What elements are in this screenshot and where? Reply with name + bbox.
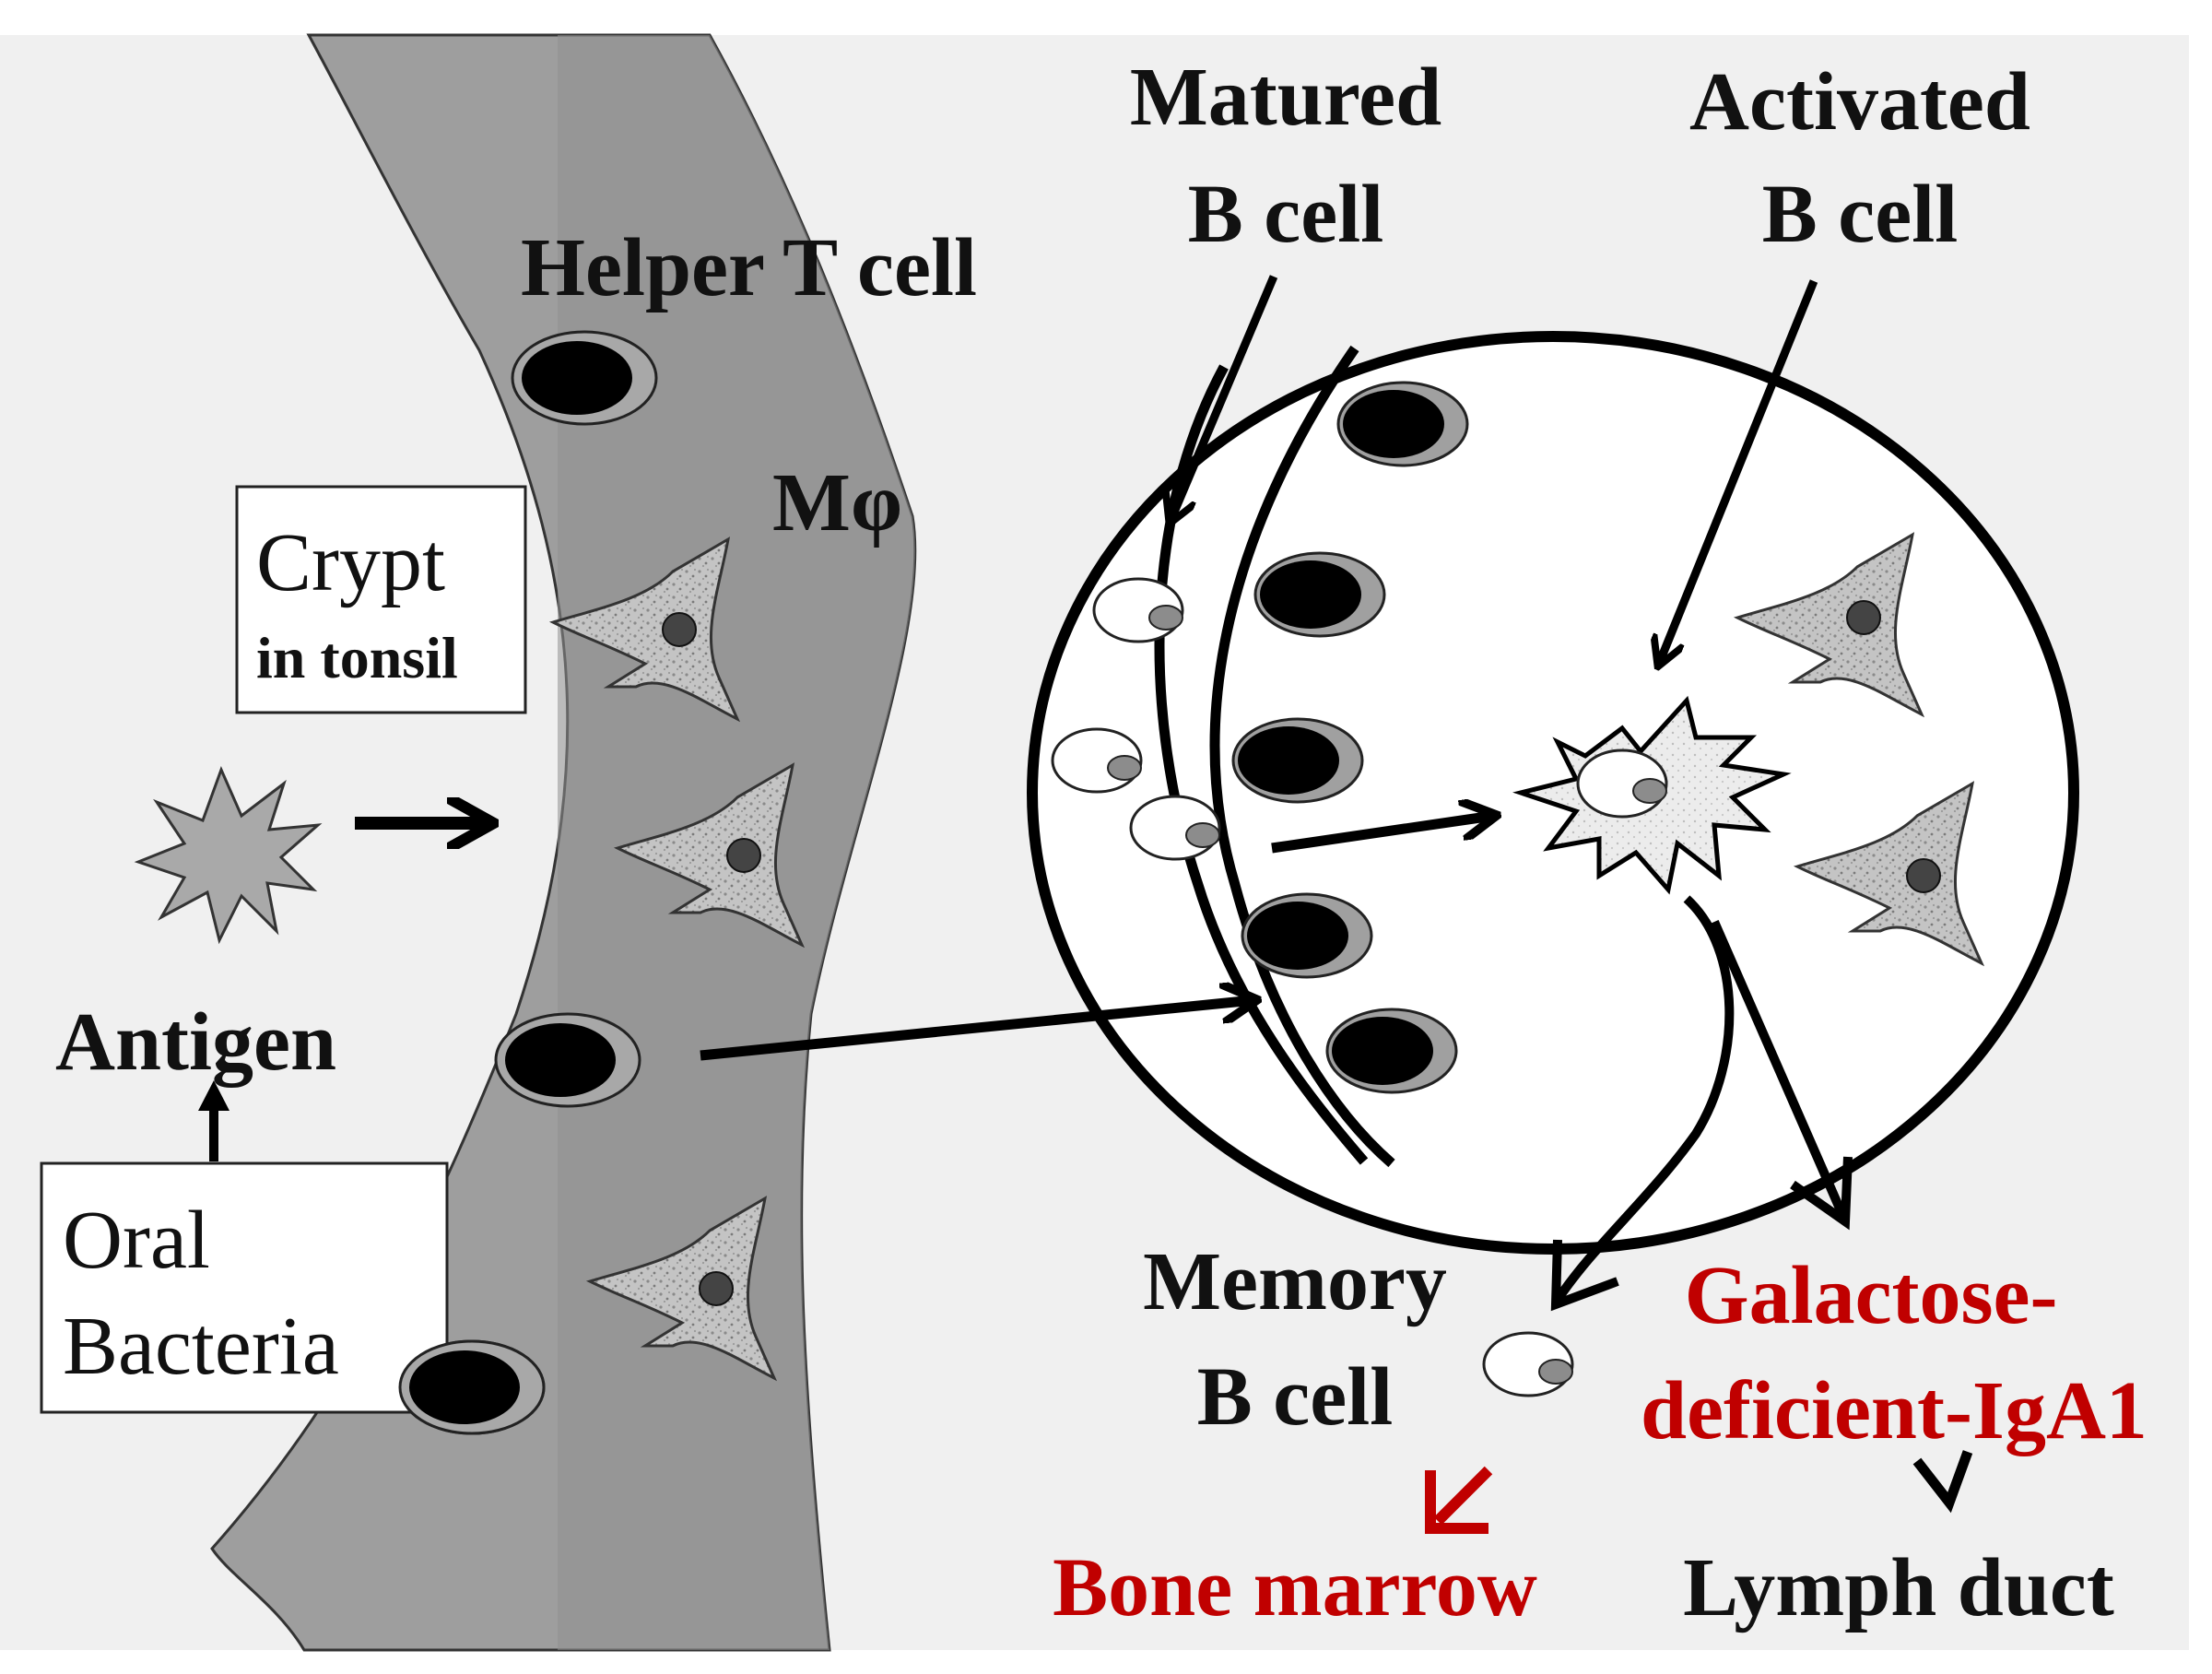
b-cell-icon <box>1241 892 1373 979</box>
lymph-duct-label: Lymph duct <box>1683 1542 2114 1633</box>
oral-bacteria-box <box>40 1161 449 1414</box>
macrophage-icon <box>585 1196 778 1382</box>
matured-b-cell-arrow <box>1171 275 1278 521</box>
b-cell-icon <box>1253 551 1386 638</box>
activated-label-line1: Activated <box>1689 56 2030 147</box>
macrophage-icon <box>1733 532 1925 718</box>
helper-t-cell-icon <box>511 330 658 426</box>
b-cell-icon <box>1336 381 1469 467</box>
memory-label-line1: Memory <box>1143 1236 1447 1327</box>
matured-label-line2: B cell <box>1188 169 1383 260</box>
crypt-sub-label: in tonsil <box>256 625 458 690</box>
helper-t-cell-icon <box>398 1339 546 1435</box>
bone-marrow-arrow <box>1425 1466 1493 1534</box>
macrophage-label: Mφ <box>772 457 902 548</box>
igA1-exit-path <box>1710 919 1848 1220</box>
crypt-box <box>235 485 527 714</box>
t-cell-to-follicle-arrow <box>700 1000 1253 1061</box>
b-cell-icon <box>1325 1008 1458 1094</box>
antigen-label: Antigen <box>55 996 336 1088</box>
memory-label-line2: B cell <box>1197 1351 1393 1443</box>
helper-t-cell-label: Helper T cell <box>521 222 977 313</box>
lymph-duct-arrow <box>1912 1450 1973 1514</box>
b-cell-icon <box>1051 727 1143 794</box>
bone-marrow-label: Bone marrow <box>1053 1542 1537 1633</box>
activated-b-cell-icon <box>1512 695 1792 895</box>
oral-label-line2: Bacteria <box>63 1301 339 1392</box>
gd-iga1-label-line1: Galactose- <box>1685 1250 2058 1341</box>
antigen-icon <box>134 765 323 945</box>
gd-iga1-label-line2: deficient-IgA1 <box>1641 1365 2147 1456</box>
b-cell-icon <box>1129 795 1221 861</box>
macrophage-icon <box>548 536 741 723</box>
macrophage-icon <box>613 762 806 949</box>
helper-t-cell-icon <box>494 1012 641 1108</box>
b-cell-icon <box>1092 577 1184 643</box>
macrophage-icon <box>1793 781 1985 967</box>
oral-label-line1: Oral <box>63 1195 210 1286</box>
memory-b-cell-icon <box>1482 1331 1574 1397</box>
b-cell-icon <box>1231 717 1364 804</box>
to-activation-arrow <box>1271 816 1493 854</box>
crypt-label: Crypt <box>256 517 445 608</box>
matured-label-line1: Matured <box>1130 52 1441 143</box>
activated-b-cell-arrow <box>1659 279 1818 664</box>
memory-exit-path <box>1553 895 1735 1303</box>
activated-label-line2: B cell <box>1762 169 1958 260</box>
